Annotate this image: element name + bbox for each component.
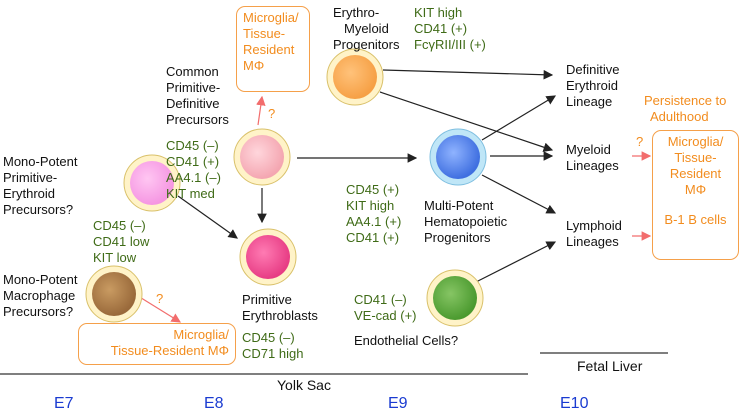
persistence-line-1: Persistence to bbox=[644, 93, 727, 108]
common-marker-2: CD41 (+) bbox=[166, 154, 220, 169]
common-line-3: Definitive bbox=[166, 96, 220, 111]
bottom-box-line-1: Microglia/ bbox=[173, 327, 229, 342]
right-outcome-box: Microglia/ Tissue- Resident MΦ B-1 B cel… bbox=[652, 130, 739, 260]
erythroid-line-1: Mono-Potent bbox=[3, 154, 78, 169]
top-box-line-4: MΦ bbox=[243, 58, 265, 73]
macrophage-line-2: Macrophage bbox=[3, 288, 76, 303]
common-marker-1: CD45 (–) bbox=[166, 138, 219, 153]
erythro-myeloid-cell bbox=[326, 48, 384, 106]
common-line-2: Primitive- bbox=[166, 80, 221, 95]
arrow-mpp-to-definitive bbox=[481, 95, 557, 141]
erythroid-marker-3: KIT low bbox=[93, 250, 137, 265]
macrophage-cell bbox=[85, 265, 143, 323]
mpp-line-3: Progenitors bbox=[424, 230, 491, 245]
em-progenitors-line-1: Erythro- bbox=[333, 5, 380, 20]
question-mark-right: ? bbox=[636, 134, 644, 149]
right-box-line-2: Tissue- bbox=[674, 150, 717, 165]
mpp-cell bbox=[429, 128, 487, 186]
em-progenitors-line-3: Progenitors bbox=[333, 37, 400, 52]
arrow-macrophage-to-microglia bbox=[137, 295, 182, 323]
lymphoid-line-2: Lineages bbox=[566, 234, 619, 249]
mpp-marker-4: CD41 (+) bbox=[346, 230, 400, 245]
endothelial-marker-1: CD41 (–) bbox=[354, 292, 407, 307]
arrow-erythroid-to-erythroblasts bbox=[177, 195, 238, 239]
erythroblast-cell bbox=[239, 228, 297, 286]
em-marker-3: FcγRII/III (+) bbox=[414, 37, 486, 52]
top-box-line-3: Resident bbox=[243, 42, 295, 57]
question-mark-top: ? bbox=[268, 106, 276, 121]
right-box-line-1: Microglia/ bbox=[667, 134, 724, 149]
definitive-line-2: Erythroid bbox=[566, 78, 619, 93]
em-marker-2: CD41 (+) bbox=[414, 21, 468, 36]
erythroid-marker-1: CD45 (–) bbox=[93, 218, 146, 233]
top-box-line-1: Microglia/ bbox=[243, 10, 299, 25]
mpp-line-2: Hematopoietic bbox=[424, 214, 508, 229]
right-box-line-5 bbox=[657, 198, 734, 212]
right-box-line-6: B-1 B cells bbox=[664, 212, 727, 227]
erythroblast-marker-2: CD71 high bbox=[242, 346, 304, 361]
definitive-line-3: Lineage bbox=[566, 94, 613, 109]
fetal-liver-label: Fetal Liver bbox=[577, 358, 643, 374]
endothelial-marker-2: VE-cad (+) bbox=[354, 308, 417, 323]
erythroid-line-4: Precursors? bbox=[3, 202, 74, 217]
primitive-erythroid-cell bbox=[123, 154, 181, 212]
em-progenitors-line-2: Myeloid bbox=[344, 21, 389, 36]
common-line-4: Precursors bbox=[166, 112, 229, 127]
arrow-common-to-top-microglia bbox=[256, 95, 266, 126]
yolk-sac-label: Yolk Sac bbox=[277, 377, 331, 393]
top-microglia-box: Microglia/ Tissue- Resident MΦ bbox=[236, 6, 310, 92]
macrophage-line-1: Mono-Potent bbox=[3, 272, 78, 287]
erythroid-marker-2: CD41 low bbox=[93, 234, 150, 249]
arrow-mpp-to-lymphoid bbox=[481, 174, 557, 214]
lymphoid-line-1: Lymphoid bbox=[566, 218, 622, 233]
erythroid-line-2: Primitive- bbox=[3, 170, 58, 185]
common-precursor-cell bbox=[233, 128, 291, 186]
myeloid-line-2: Lineages bbox=[566, 158, 619, 173]
erythroblast-marker-1: CD45 (–) bbox=[242, 330, 295, 345]
bottom-box-line-2: Tissue-Resident MΦ bbox=[110, 343, 229, 358]
definitive-line-1: Definitive bbox=[566, 62, 620, 77]
arrow-endothelial-to-lymphoid bbox=[475, 241, 557, 283]
top-box-line-2: Tissue- bbox=[243, 26, 286, 41]
persistence-line-2: Adulthood bbox=[650, 109, 709, 124]
timeline-e8: E8 bbox=[204, 395, 224, 412]
mpp-line-1: Multi-Potent bbox=[424, 198, 494, 213]
em-marker-1: KIT high bbox=[414, 5, 463, 20]
timeline-e9: E9 bbox=[388, 395, 408, 412]
macrophage-line-3: Precursors? bbox=[3, 304, 74, 319]
right-box-line-3: Resident bbox=[669, 166, 722, 181]
common-marker-3: AA4.1 (–) bbox=[166, 170, 221, 185]
endothelial-cell bbox=[426, 269, 484, 327]
common-marker-4: KIT med bbox=[166, 186, 215, 201]
common-line-1: Common bbox=[166, 64, 219, 79]
mpp-marker-3: AA4.1 (+) bbox=[346, 214, 402, 229]
bottom-microglia-box: Microglia/ Tissue-Resident MΦ bbox=[78, 323, 236, 365]
erythroblasts-line-2: Erythroblasts bbox=[242, 308, 318, 323]
arrow-em-to-myeloid bbox=[379, 91, 554, 152]
erythroid-line-3: Erythroid bbox=[3, 186, 56, 201]
mpp-marker-2: KIT high bbox=[346, 198, 395, 213]
endothelial-label: Endothelial Cells? bbox=[354, 333, 459, 348]
right-box-line-4: MΦ bbox=[684, 182, 707, 197]
erythroblasts-line-1: Primitive bbox=[242, 292, 292, 307]
timeline-e10: E10 bbox=[560, 395, 589, 412]
mpp-marker-1: CD45 (+) bbox=[346, 182, 400, 197]
timeline-e7: E7 bbox=[54, 395, 74, 412]
myeloid-line-1: Myeloid bbox=[566, 142, 611, 157]
arrow-em-to-definitive bbox=[382, 69, 554, 80]
question-mark-macrophage: ? bbox=[156, 291, 164, 306]
